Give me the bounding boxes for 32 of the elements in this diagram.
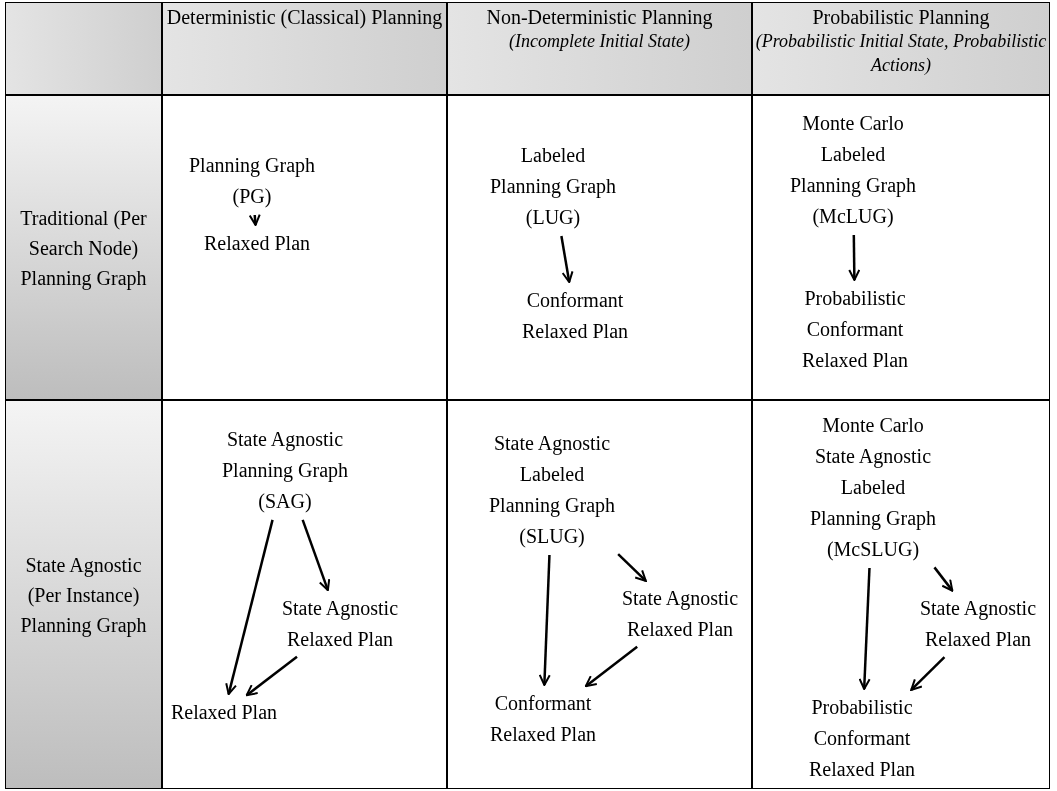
- node-label: State Agnostic Relaxed Plan: [908, 593, 1048, 655]
- arrow: [538, 554, 551, 686]
- arrow: [617, 553, 647, 582]
- arrow: [225, 519, 274, 696]
- node-label: Labeled Planning Graph (LUG): [483, 140, 623, 233]
- arrow: [910, 656, 946, 691]
- row-header: Traditional (Per Search Node) Planning Graph: [5, 95, 162, 400]
- arrow: [245, 655, 298, 697]
- arrow: [584, 645, 638, 688]
- arrow: [560, 235, 574, 284]
- node-label: Conformant Relaxed Plan: [505, 285, 645, 347]
- arrow: [933, 566, 954, 592]
- arrow: [301, 519, 331, 592]
- node-label: Monte Carlo Labeled Planning Graph (McLUG): [783, 108, 923, 232]
- node-label: Probabilistic Conformant Relaxed Plan: [785, 283, 925, 376]
- arrow: [858, 567, 871, 690]
- node-label: Planning Graph (PG): [182, 150, 322, 212]
- node-label: Probabilistic Conformant Relaxed Plan: [792, 692, 932, 785]
- node-label: Relaxed Plan: [170, 697, 278, 728]
- node-label: Monte Carlo State Agnostic Labeled Planning Graph (McSLUG): [803, 410, 943, 565]
- column-header: Non-Deterministic Planning (Incomplete Initial State): [447, 2, 752, 95]
- node-label: Relaxed Plan: [203, 228, 311, 259]
- node-label: Conformant Relaxed Plan: [473, 688, 613, 750]
- column-header: Probabilistic Planning (Probabilistic Initial State, Probabilistic Actions): [752, 2, 1050, 95]
- node-label: State Agnostic Planning Graph (SAG): [215, 424, 355, 517]
- node-label: State Agnostic Relaxed Plan: [270, 593, 410, 655]
- node-label: State Agnostic Relaxed Plan: [610, 583, 750, 645]
- row-header: State Agnostic (Per Instance) Planning Graph: [5, 400, 162, 789]
- column-header: Deterministic (Classical) Planning: [162, 2, 447, 95]
- arrow: [248, 213, 261, 226]
- node-label: State Agnostic Labeled Planning Graph (SLUG): [482, 428, 622, 552]
- arrow: [848, 235, 861, 281]
